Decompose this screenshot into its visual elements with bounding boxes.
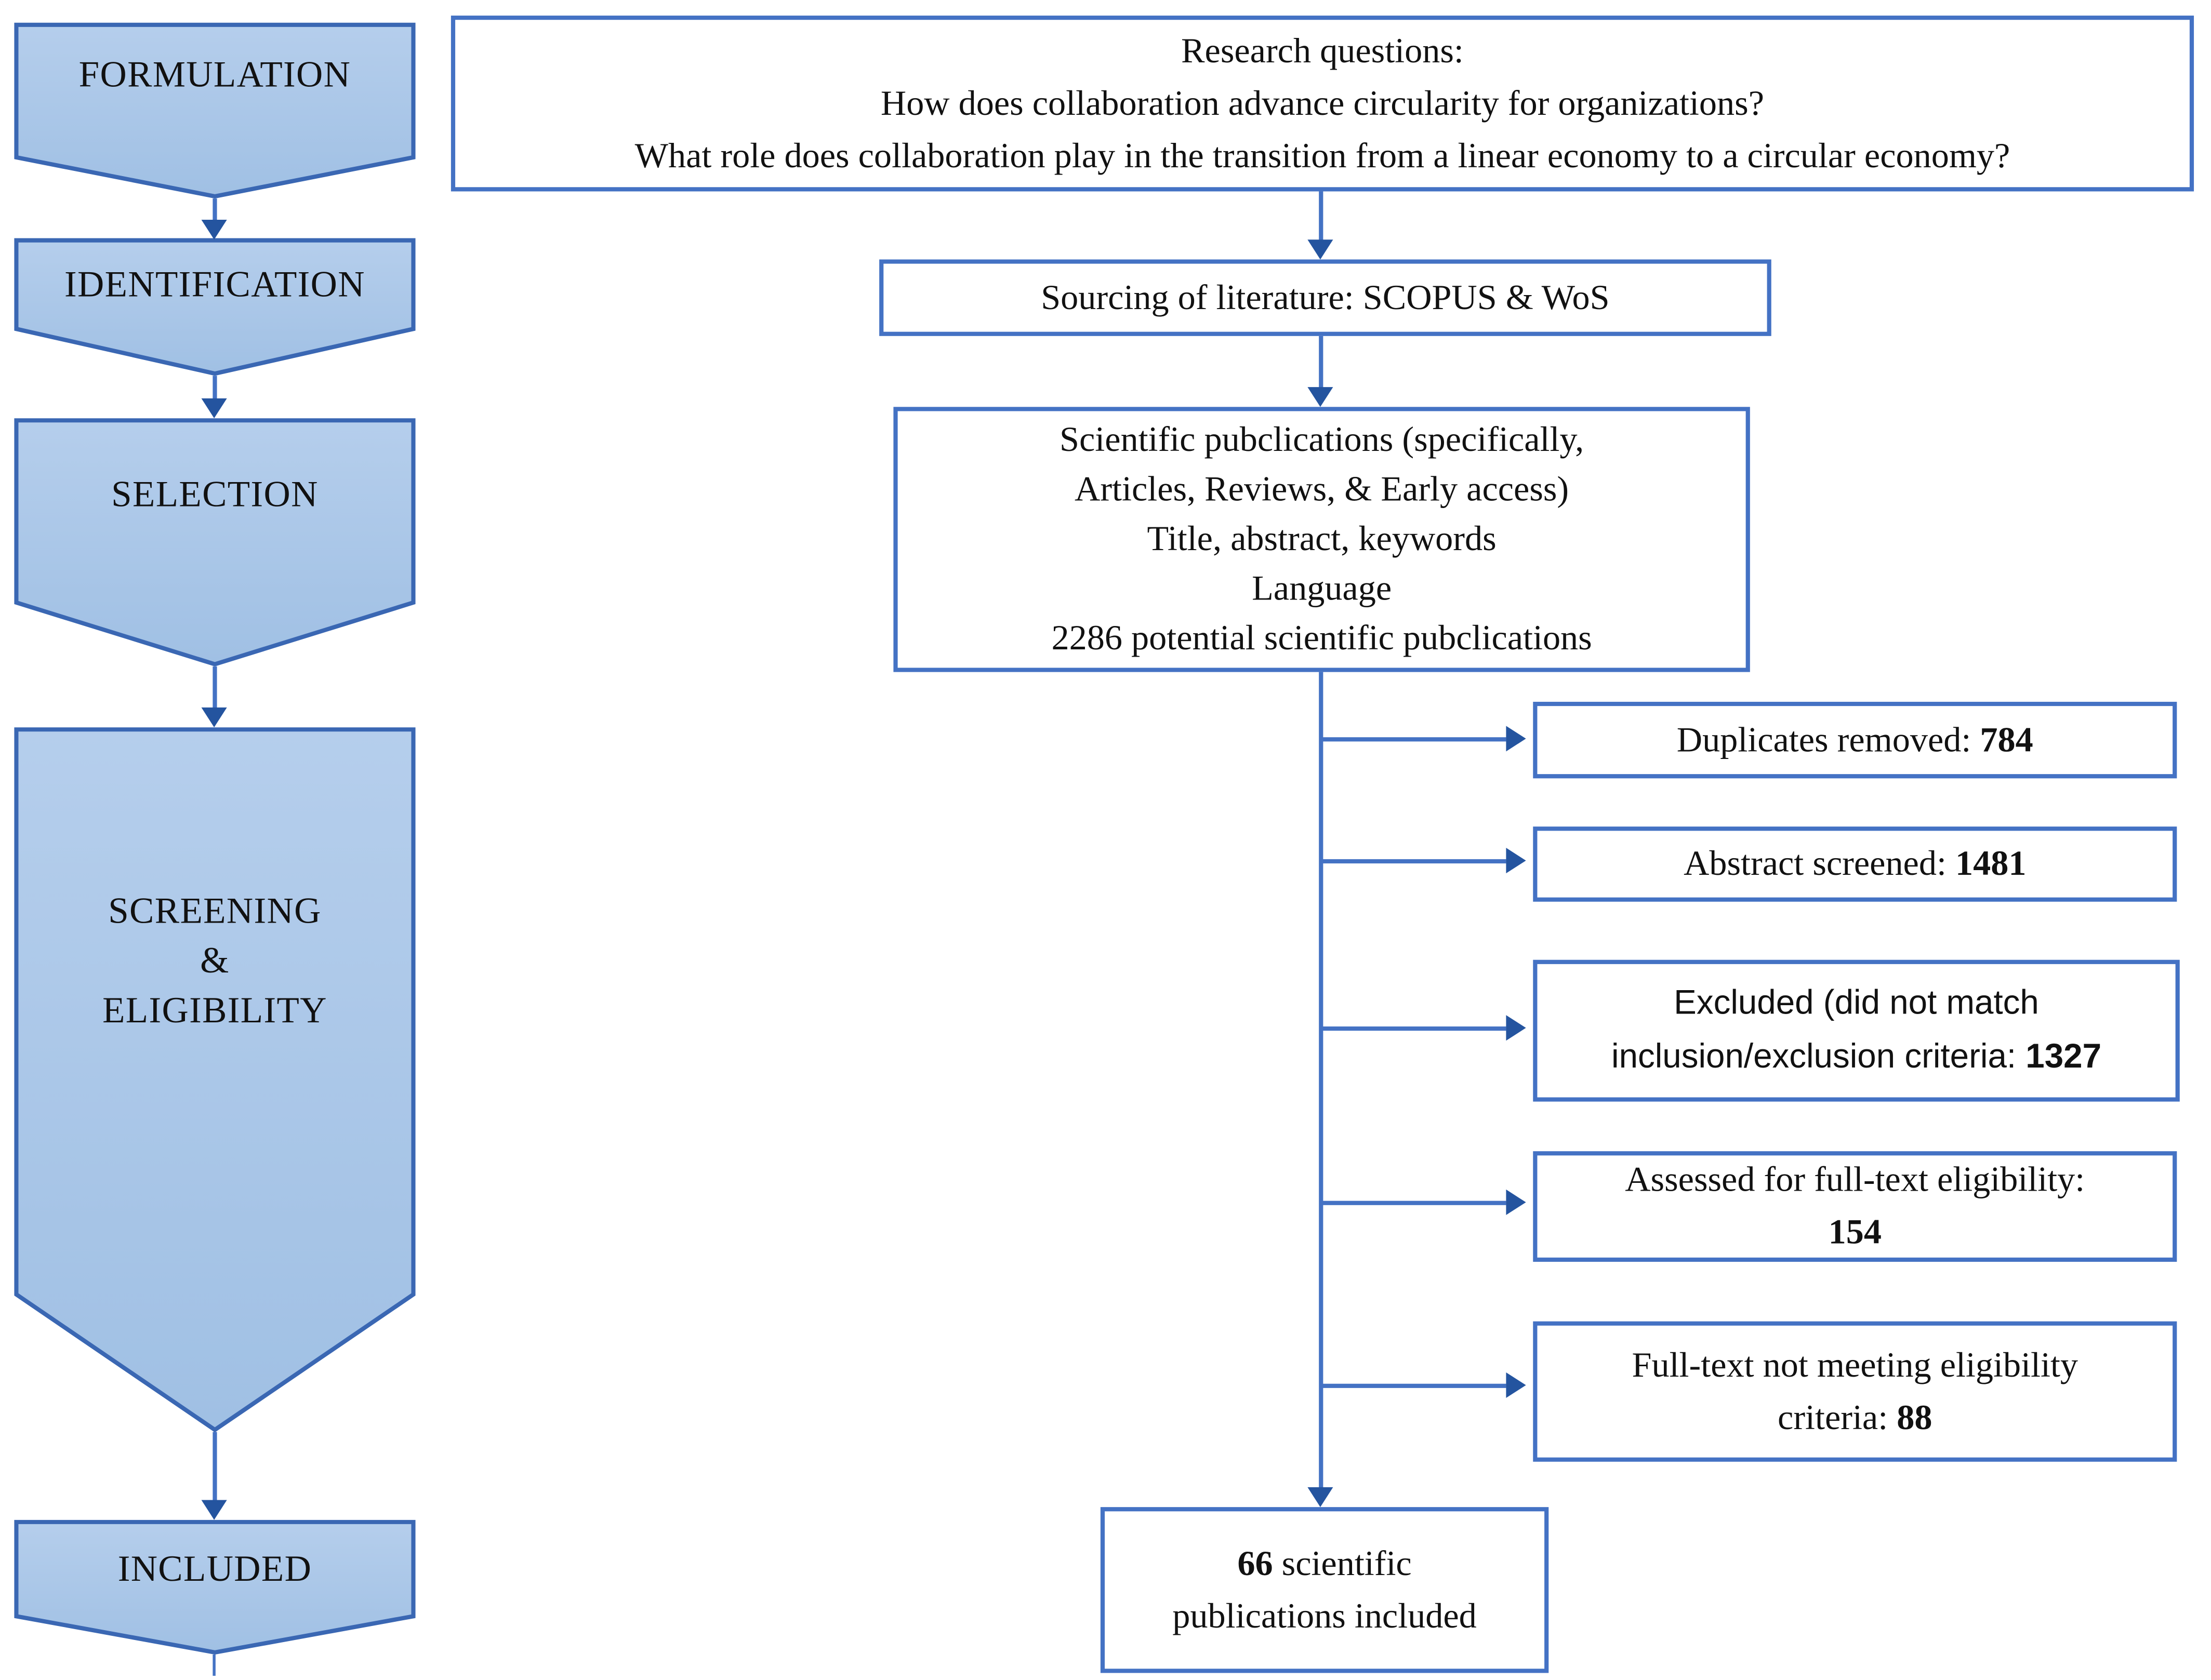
stage-screening-eligibility-label: SCREENING & ELIGIBILITY (102, 890, 327, 1031)
excluded-box: Excluded (did not match inclusion/exclus… (1533, 959, 2180, 1102)
arrow-selection-screening (213, 666, 217, 711)
branch-excluded (1320, 1026, 1506, 1031)
arrowhead-down-icon (201, 398, 227, 419)
duplicates-count: 784 (1980, 721, 2033, 759)
arrowhead-right-icon (1506, 1015, 1526, 1041)
scientific-publications-box: Scientific pubclications (specifically, … (893, 407, 1750, 672)
research-questions-box: Research questions: How does collaborati… (451, 16, 2194, 192)
assessed-fulltext-box: Assessed for full-text eligibility: 154 (1533, 1151, 2177, 1262)
chevron-shape (14, 1519, 416, 1655)
chevron-shape (14, 238, 416, 376)
branch-duplicates (1320, 737, 1506, 742)
chevron-shape (14, 418, 416, 666)
stage-identification-label: IDENTIFICATION (64, 263, 365, 305)
arrow-screening-included (213, 1432, 217, 1503)
branch-abstract (1320, 859, 1506, 864)
arrowhead-down-icon (1307, 239, 1333, 260)
branch-fulltext (1320, 1383, 1506, 1388)
arrow-research-sourcing (1319, 191, 1323, 243)
arrow-formulation-identification (213, 198, 217, 223)
fulltext-excluded-count: 88 (1897, 1398, 1932, 1437)
stage-identification: IDENTIFICATION (14, 238, 416, 376)
trunk-line (1319, 672, 1323, 1490)
abstract-screened-count: 1481 (1955, 845, 2027, 884)
arrowhead-down-icon (1307, 387, 1333, 407)
included-count: 66 (1237, 1544, 1273, 1583)
arrow-sourcing-scipubs (1319, 336, 1323, 392)
assessed-count: 154 (1828, 1214, 1882, 1252)
stage-selection-label: SELECTION (111, 473, 319, 515)
stage-included-label: INCLUDED (117, 1548, 312, 1590)
arrowhead-down-icon (201, 1500, 227, 1520)
arrowhead-down-icon (1307, 1487, 1333, 1508)
stage-formulation: FORMULATION (14, 22, 416, 199)
fulltext-not-meeting-box: Full-text not meeting eligibility criter… (1533, 1321, 2177, 1462)
duplicates-removed-box: Duplicates removed: 784 (1533, 701, 2177, 779)
arrowhead-right-icon (1506, 1372, 1526, 1398)
chevron-shape (14, 22, 416, 199)
arrowhead-right-icon (1506, 1189, 1526, 1215)
stage-screening-eligibility: SCREENING & ELIGIBILITY (14, 727, 416, 1432)
arrowhead-right-icon (1506, 726, 1526, 752)
arrowhead-down-icon (201, 220, 227, 240)
chevron-shape (14, 727, 416, 1432)
stage-formulation-label: FORMULATION (78, 54, 351, 95)
arrowhead-right-icon (1506, 848, 1526, 874)
sourcing-box: Sourcing of literature: SCOPUS & WoS (879, 259, 1771, 336)
stage-selection: SELECTION (14, 418, 416, 666)
excluded-count: 1327 (2025, 1037, 2101, 1076)
included-publications-box: 66 scientific publications included (1100, 1507, 1549, 1673)
abstract-screened-box: Abstract screened: 1481 (1533, 826, 2177, 902)
included-tail-stub (213, 1654, 216, 1676)
stage-included: INCLUDED (14, 1519, 416, 1655)
arrow-identification-selection (213, 376, 217, 402)
arrowhead-down-icon (201, 707, 227, 728)
branch-assessed (1320, 1201, 1506, 1205)
